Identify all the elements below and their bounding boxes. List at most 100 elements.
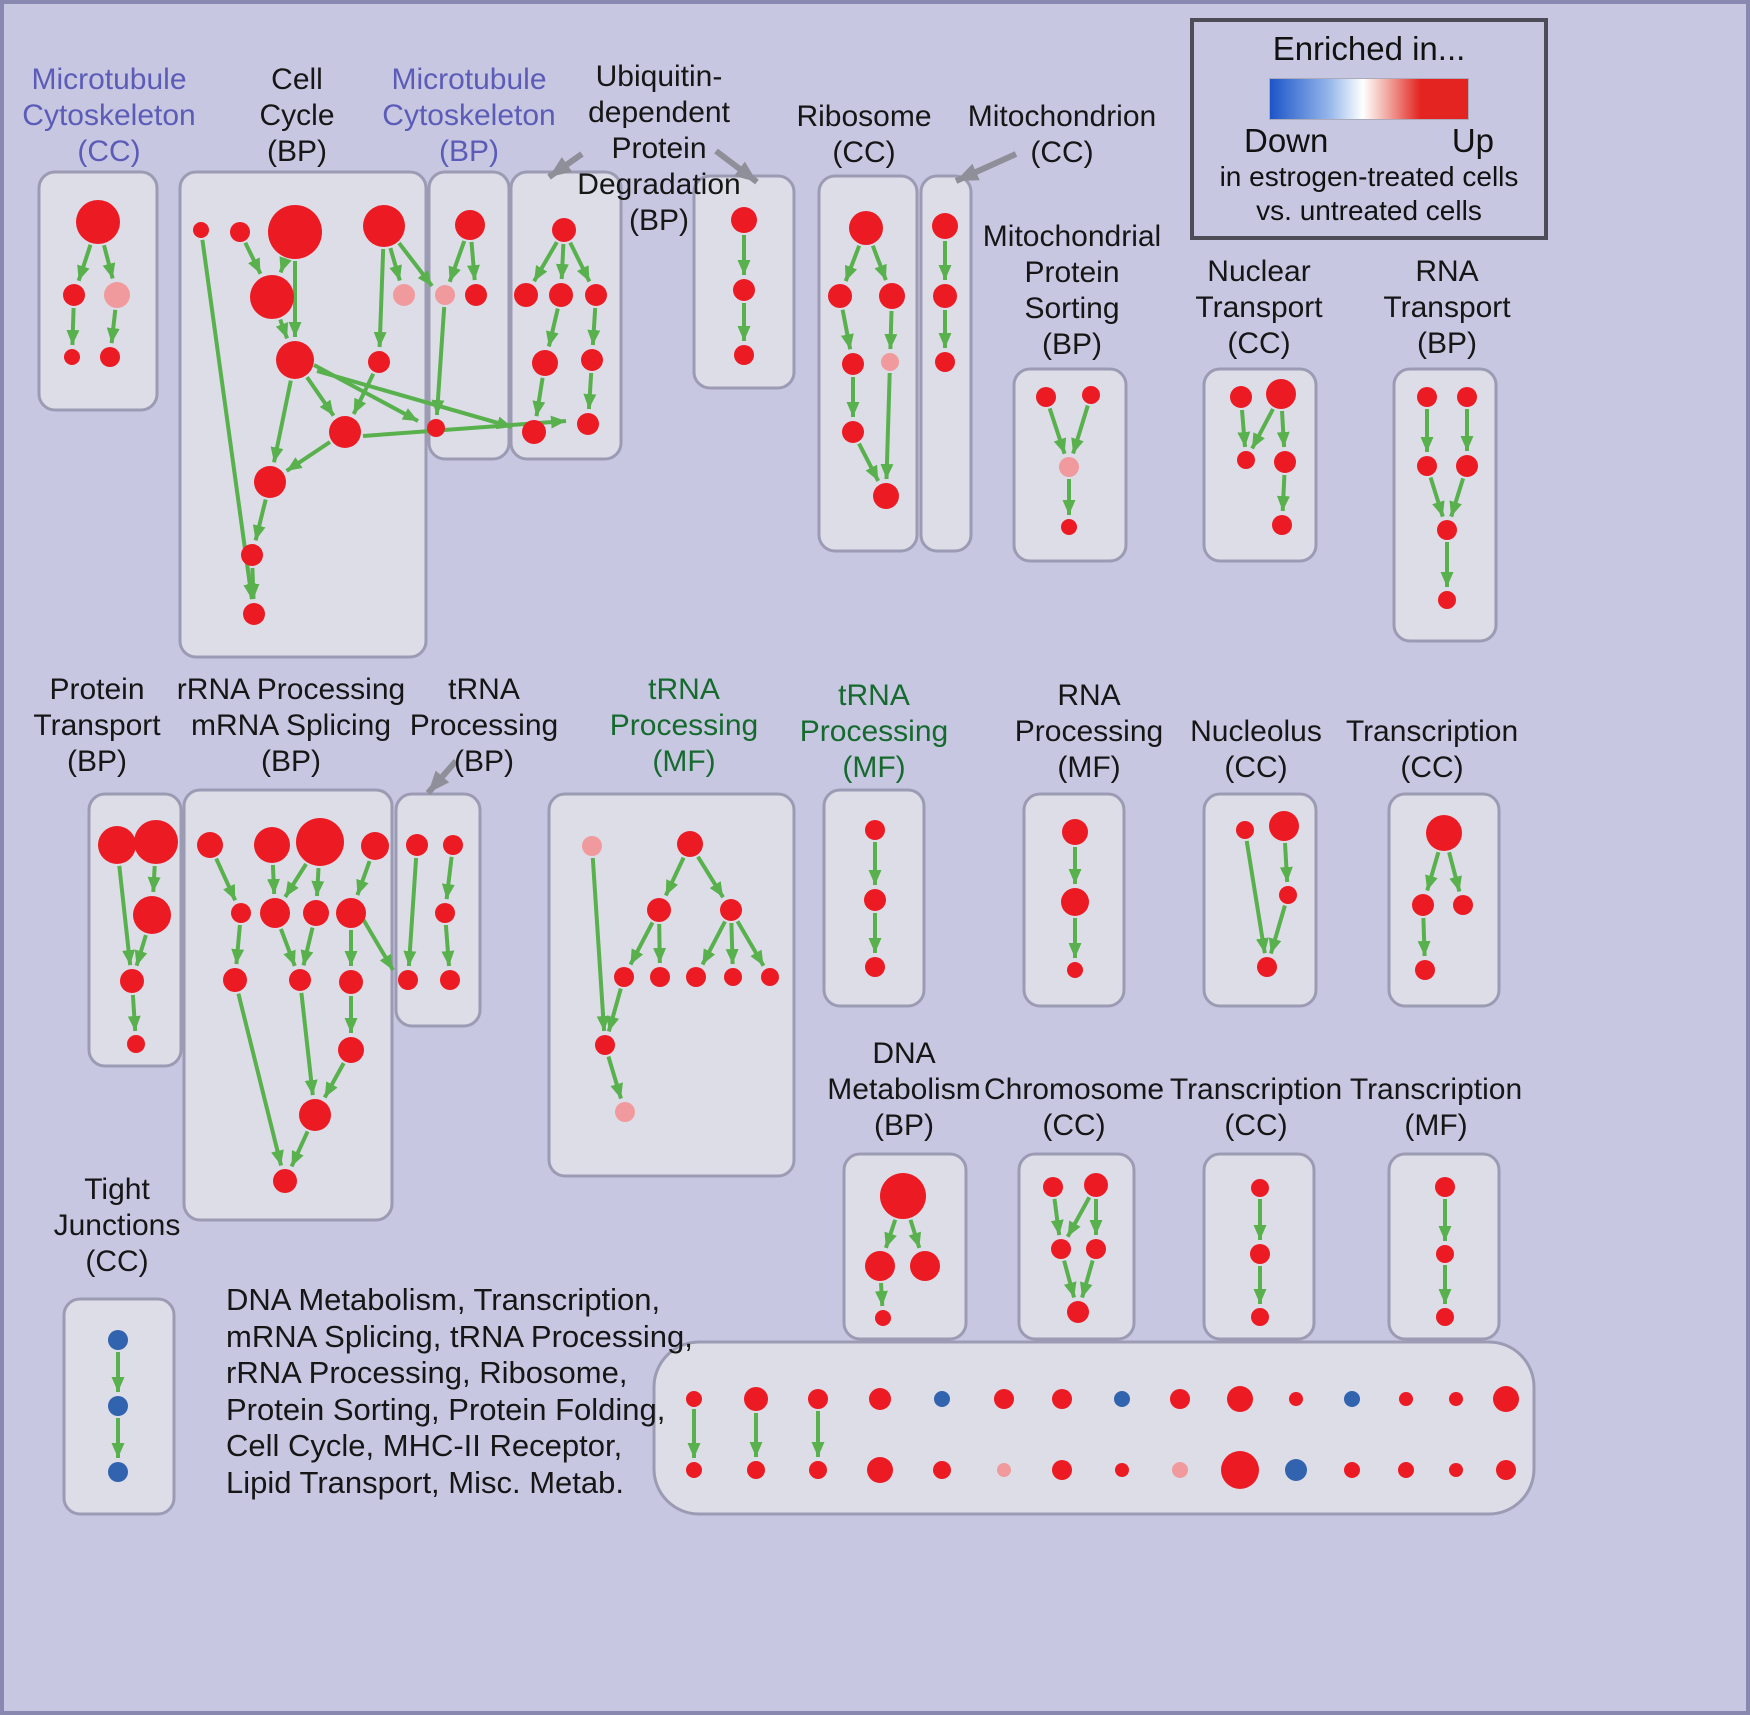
label-protein-transport-bp-line-1: Transport [33, 709, 161, 742]
label-trna-processing-bp-line-1: Processing [409, 709, 559, 742]
label-nuclear-transport-cc-line-1: Transport [1195, 291, 1323, 324]
label-nucleolus-cc-line-1: (CC) [1224, 751, 1288, 784]
go-node-rna-transport-bp-5 [1438, 591, 1456, 609]
go-network-figure [37, 148, 1536, 1516]
label-cell-cycle-bp-line-2: (BP) [266, 135, 327, 168]
label-protein-transport-bp-line-0: Protein [49, 673, 145, 706]
go-node-transcription-cc-upper-0 [1426, 815, 1462, 851]
misc-text-line-5: Lipid Transport, Misc. Metab. [226, 1464, 624, 1500]
go-node-mitochondrial-protein-sorting-bp-0 [1036, 387, 1056, 407]
cluster-box-transcription-cc-upper [1387, 792, 1501, 1008]
edge-cell-cycle-bp-2 [278, 256, 292, 274]
go-node-ubiquitin-degradation-bp-2-0 [731, 207, 757, 233]
edge-nucleolus-cc-0 [1279, 842, 1293, 883]
label-ubiquitin-dependent-protein-degradation-bp-line-0: Ubiquitin- [595, 60, 723, 93]
edge-trna-processing-bp-0 [403, 857, 419, 967]
go-node-cell-cycle-bp-1 [230, 222, 250, 242]
edge-trna-processing-mf-large-4 [700, 920, 727, 966]
go-node-ubiquitin-degradation-bp-2-2 [734, 345, 754, 365]
go-node-tight-junctions-cc-2 [108, 1462, 128, 1482]
go-node-rna-transport-bp-1 [1457, 387, 1477, 407]
edge-rna-transport-bp-2 [1428, 476, 1445, 518]
legend-down-label: Down [1244, 122, 1329, 159]
go-node-cell-cycle-bp-7 [368, 351, 390, 373]
label-ubiquitin-dependent-protein-degradation-bp-line-2: Protein [611, 132, 707, 165]
label-ribosome-cc-line-0: Ribosome [796, 100, 932, 133]
go-node-rrna-processing-mrna-splicing-bp-5 [260, 898, 290, 928]
label-rna-transport-bp-line-0: RNA [1415, 255, 1479, 288]
misc-node-top-10 [1289, 1392, 1303, 1406]
go-node-trna-processing-mf-large-0 [582, 836, 602, 856]
go-node-rrna-processing-mrna-splicing-bp-7 [336, 898, 366, 928]
go-node-protein-transport-bp-2 [133, 896, 171, 934]
label-mitochondrion-cc-line-1: (CC) [1030, 136, 1094, 169]
go-node-transcription-cc-lower-0 [1251, 1179, 1269, 1197]
go-node-dna-metabolism-bp-3 [875, 1310, 891, 1326]
edge-ribosome-cc-3 [884, 310, 898, 350]
edge-microtubule-cytoskeleton-cc-3 [106, 309, 120, 344]
label-transcription-cc-upper-line-1: (CC) [1400, 751, 1464, 784]
edge-chromosome-cc-3 [1062, 1260, 1077, 1299]
go-node-rna-transport-bp-3 [1456, 455, 1478, 477]
edge-nucleolus-cc-1 [1268, 905, 1287, 955]
legend-title: Enriched in... [1272, 30, 1466, 67]
edge-dna-metabolism-bp-2 [874, 1282, 888, 1307]
label-pointer-arrow-2 [954, 151, 1018, 184]
label-rrna-processing-mrna-splicing-bp-line-0: rRNA Processing [176, 673, 406, 706]
edge-rrna-processing-mrna-splicing-bp-0 [214, 857, 238, 902]
label-nuclear-transport-cc-line-2: (CC) [1227, 327, 1291, 360]
go-node-transcription-mf-2 [1436, 1308, 1454, 1326]
label-ubiquitin-dependent-protein-degradation-bp-line-3: Degradation [577, 168, 741, 201]
misc-node-top-2 [808, 1389, 828, 1409]
go-node-ubiquitin-degradation-bp-1-0 [552, 218, 576, 242]
nodes-layer [63, 200, 1519, 1489]
label-mitochondrial-protein-sorting-bp-line-1: Protein [1024, 256, 1120, 289]
misc-node-bottom-2 [809, 1461, 827, 1479]
label-transcription-mf-line-1: (MF) [1404, 1109, 1468, 1142]
edge-cell-cycle-bp-4 [388, 247, 402, 282]
go-node-tight-junctions-cc-0 [108, 1330, 128, 1350]
go-node-microtubule-cytoskeleton-bp-1 [435, 285, 455, 305]
label-microtubule-cytoskeleton-bp-line-1: Cytoskeleton [382, 99, 556, 132]
edge-cell-cycle-bp-7 [305, 376, 336, 417]
cluster-box-chromosome-cc [1017, 1152, 1136, 1341]
go-node-cell-cycle-bp-0 [193, 222, 209, 238]
go-node-trna-processing-mf-large-1 [677, 831, 703, 857]
edge-microtubule-cytoskeleton-cc-2 [66, 307, 80, 346]
go-node-ribosome-cc-2 [879, 283, 905, 309]
edge-trna-processing-mf-large-2 [628, 921, 655, 966]
go-node-transcription-cc-upper-3 [1415, 960, 1435, 980]
misc-text-line-2: rRNA Processing, Ribosome, [226, 1355, 628, 1391]
cross-cluster-edge-1 [316, 369, 513, 430]
edge-protein-transport-bp-0 [117, 865, 136, 966]
go-node-cell-cycle-bp-8 [329, 416, 361, 448]
go-node-trna-processing-mf-large-7 [724, 968, 742, 986]
go-node-mitochondrion-cc-2 [935, 352, 955, 372]
misc-category-list: DNA Metabolism, Transcription,mRNA Splic… [226, 1282, 693, 1501]
label-trna-processing-bp-line-2: (BP) [454, 745, 514, 778]
go-node-tight-junctions-cc-1 [108, 1396, 128, 1416]
go-node-rna-transport-bp-2 [1417, 456, 1437, 476]
label-rna-processing-mf-line-1: Processing [1014, 715, 1164, 748]
go-node-chromosome-cc-2 [1051, 1239, 1071, 1259]
go-node-transcription-cc-lower-2 [1251, 1308, 1269, 1326]
go-node-ribosome-cc-5 [842, 421, 864, 443]
label-microtubule-cytoskeleton-bp-line-0: Microtubule [391, 63, 547, 96]
go-node-protein-transport-bp-4 [127, 1035, 145, 1053]
edge-trna-processing-mf-large-6 [735, 920, 766, 967]
edge-rrna-processing-mrna-splicing-bp-4 [355, 860, 372, 896]
go-node-rna-processing-mf-1 [1061, 888, 1089, 916]
edge-ubiquitin-degradation-bp-1-6 [583, 372, 597, 410]
label-transcription-cc-upper-line-0: Transcription [1345, 715, 1519, 748]
go-node-microtubule-cytoskeleton-cc-3 [64, 349, 80, 365]
edge-dna-metabolism-bp-0 [884, 1219, 898, 1249]
go-node-cell-cycle-bp-5 [393, 284, 415, 306]
